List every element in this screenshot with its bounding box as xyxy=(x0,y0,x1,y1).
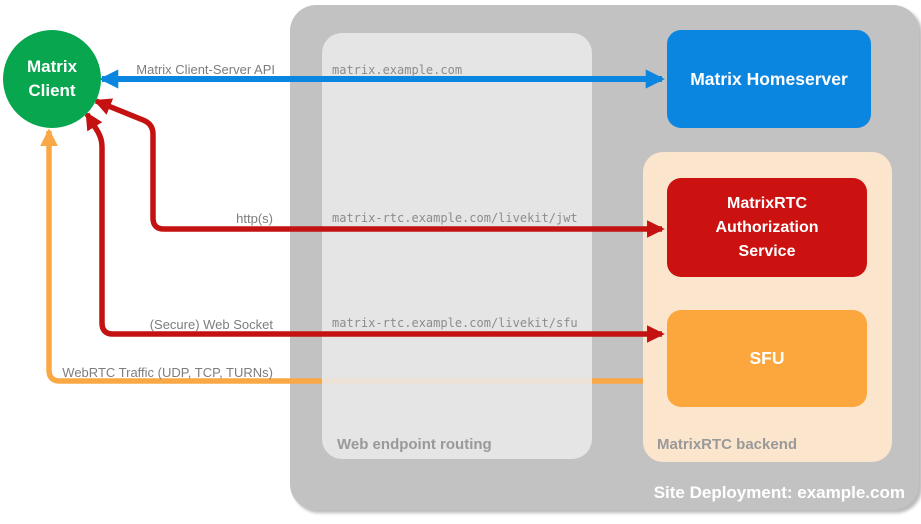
matrixrtc-auth-service-node: MatrixRTC Authorization Service xyxy=(667,178,867,277)
webrtc-traffic-arrow xyxy=(40,128,665,390)
site-deployment-caption: Site Deployment: example.com xyxy=(653,483,905,502)
matrix-client-node: Matrix Client xyxy=(3,30,101,128)
matrixrtc-auth-service-label: MatrixRTC Authorization Service xyxy=(715,194,819,260)
matrix-homeserver-node: Matrix Homeserver xyxy=(667,30,871,128)
matrixrtc-backend-caption: MatrixRTC backend xyxy=(657,436,798,453)
sfu-node: SFU xyxy=(667,310,867,407)
route-livekit-jwt: matrix-rtc.example.com/livekit/jwt xyxy=(332,211,578,225)
route-matrix-example-com: matrix.example.com xyxy=(332,63,463,77)
matrix-client-label: Matrix Client xyxy=(26,57,78,100)
webrtc-traffic-arrow-label: WebRTC Traffic (UDP, TCP, TURNs) xyxy=(62,365,273,380)
client-server-api-arrow-label: Matrix Client-Server API xyxy=(136,62,275,77)
web-endpoint-routing-caption: Web endpoint routing xyxy=(337,436,492,453)
https-arrow-label: http(s) xyxy=(236,211,273,226)
sfu-label: SFU xyxy=(749,348,785,368)
https-jwt-arrow xyxy=(93,98,665,238)
matrix-homeserver-label: Matrix Homeserver xyxy=(690,68,848,89)
route-livekit-sfu: matrix-rtc.example.com/livekit/sfu xyxy=(332,316,578,330)
websocket-arrow-label: (Secure) Web Socket xyxy=(149,317,273,332)
